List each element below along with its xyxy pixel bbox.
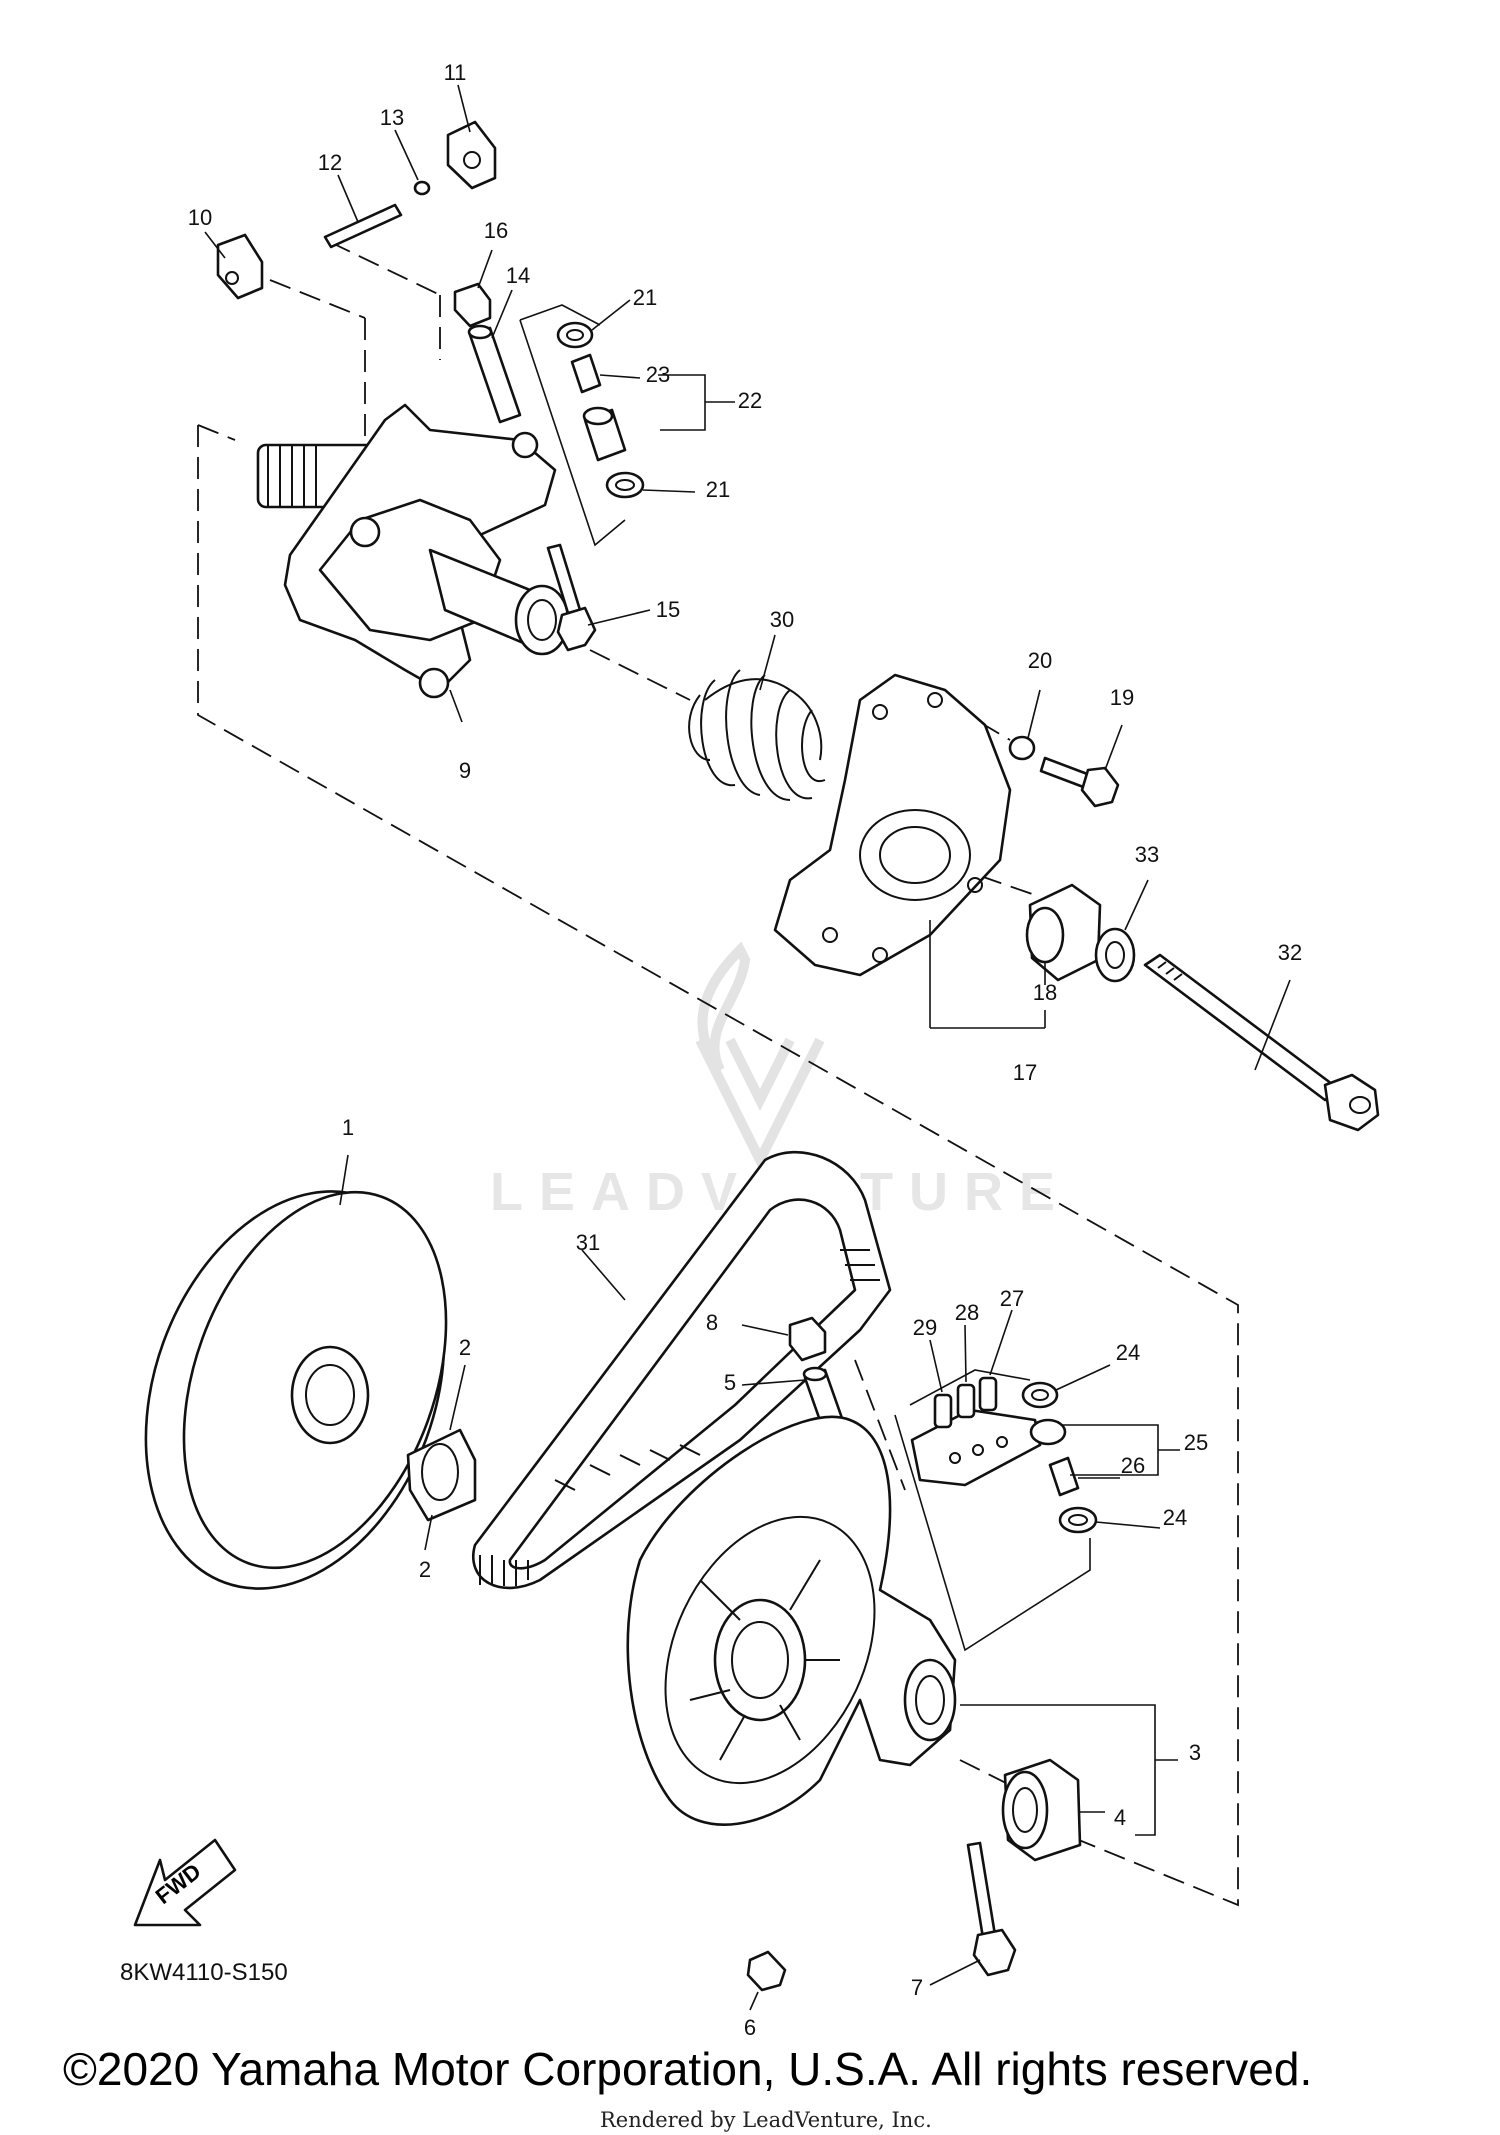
callout-label: 15 [656,597,680,622]
callout-label: 1 [342,1115,354,1140]
callout-label: 23 [646,362,670,387]
callout-label: 11 [444,60,467,85]
fwd-arrow-icon: FWD [133,1838,237,1927]
callout-label: 26 [1121,1453,1145,1478]
part-17-cover [773,673,1046,1029]
callout-label: 19 [1110,685,1134,710]
part-19-bolt [1039,724,1123,808]
parts-24-25-26 [1021,1364,1180,1534]
callout-label: 31 [576,1230,600,1255]
callout-label: 33 [1135,842,1159,867]
callout-label: 24 [1116,1340,1140,1365]
callout-label: 25 [1184,1430,1208,1455]
callout-label: 30 [770,607,794,632]
parts-21-23-22 [519,299,735,547]
part-15-bolt [546,543,651,652]
part-10-block [204,231,264,300]
rendered-by-notice: Rendered by LeadVenture, Inc. [600,2108,932,2132]
part-code: 8KW4110-S150 [120,1959,288,1986]
callout-label: 21 [706,477,730,502]
part-12-pin [323,174,403,249]
part-1-sheave [144,1154,448,1590]
callout-label: 13 [380,105,404,130]
callout-label: 9 [459,758,471,783]
part-18-bushing [1025,883,1102,985]
part-13-oring [413,180,431,196]
part-33-washer [1094,879,1149,983]
callout-label: 5 [724,1370,736,1395]
part-31-belt [472,1150,892,1590]
callout-label: 2 [459,1335,471,1360]
callout-label: 3 [1189,1740,1201,1765]
part-16-nut [453,249,493,328]
callout-label: 16 [484,218,508,243]
part-2-collar [406,1364,477,1551]
copyright-notice: ©2020 Yamaha Motor Corporation, U.S.A. A… [63,2043,1312,2095]
bracket-24-group [894,1414,1091,1652]
callout-label: 20 [1028,648,1052,673]
part-32-bolt [1143,953,1380,1132]
callout-label: 7 [911,1975,923,2000]
callout-label: 21 [633,285,657,310]
callout-label: 18 [1033,980,1057,1005]
part-4-bearing [1001,1758,1105,1862]
part-30-spring [688,634,826,801]
callout-label: 6 [744,2015,756,2040]
callout-label: 28 [955,1300,979,1325]
part-8-nut [741,1316,827,1362]
part-6-plug [746,1950,787,2011]
part-3-sheave [626,1415,1178,1836]
callout-label: 22 [738,388,762,413]
callout-label: 29 [913,1315,937,1340]
part-11-block [446,84,497,190]
callout-label: 4 [1114,1805,1126,1830]
part-20-washer [1008,735,1036,761]
callout-label: 12 [318,150,342,175]
callout-label: 17 [1013,1060,1037,1085]
callout-label: 32 [1278,940,1302,965]
callout-label: 27 [1000,1286,1024,1311]
parts-27-28-29-weight [909,1309,1042,1487]
part-9-spider [256,403,570,723]
callout-label: 10 [188,205,212,230]
callout-label: 24 [1163,1505,1187,1530]
callout-label: 8 [706,1310,718,1335]
part-14-sleeve [467,289,522,424]
callout-label: 2 [419,1557,431,1582]
part-7-bolt [929,1841,1017,1986]
callout-label: 14 [506,263,530,288]
